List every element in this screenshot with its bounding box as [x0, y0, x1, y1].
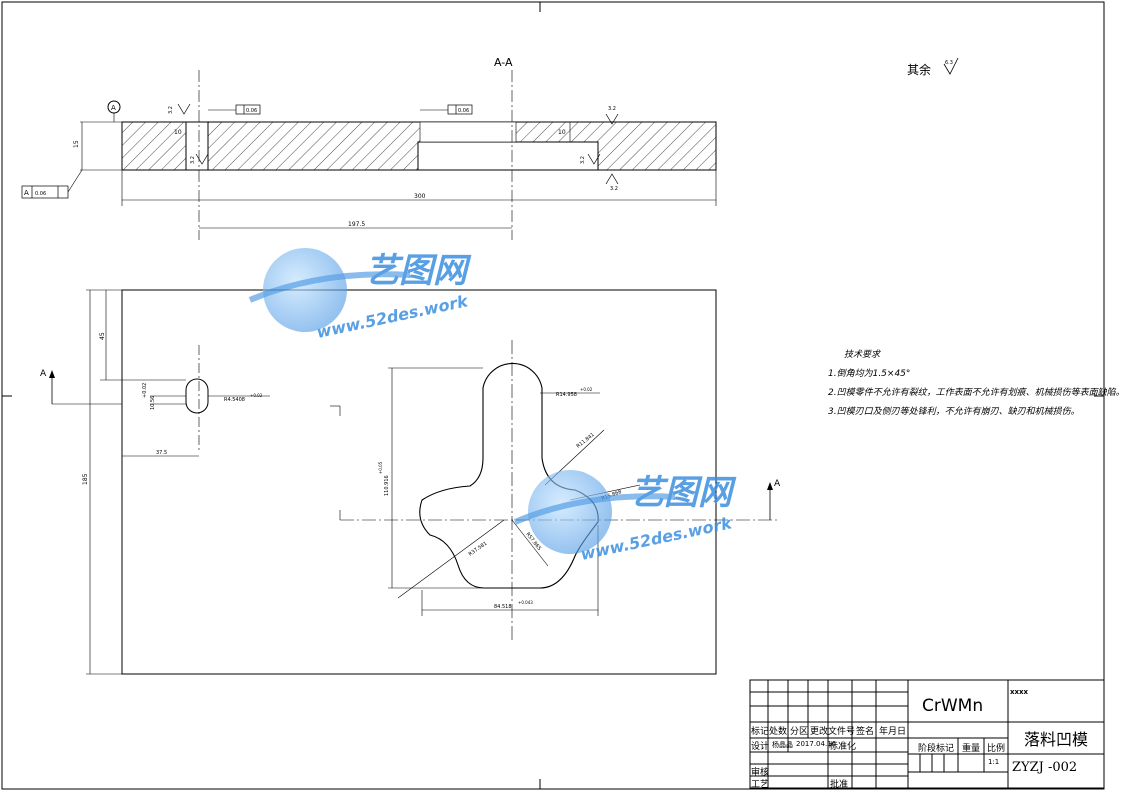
- roughness-symbol: 3.2: [580, 153, 601, 165]
- svg-text:+0.02: +0.02: [250, 393, 263, 398]
- watermark-logo: 艺图网 www.52des.work: [513, 470, 737, 564]
- guide-slot: [185, 378, 209, 414]
- svg-text:3.2: 3.2: [168, 106, 174, 114]
- material-label: CrWMn: [922, 696, 984, 716]
- roughness-symbol: 3.2: [605, 106, 619, 125]
- roughness-symbol: 3.2: [605, 173, 619, 192]
- svg-text:110.916: 110.916: [384, 475, 390, 496]
- svg-text:R4.5408: R4.5408: [224, 397, 245, 403]
- svg-text:A: A: [111, 104, 116, 112]
- svg-text:0.06: 0.06: [458, 108, 469, 114]
- process-label: 工艺: [751, 780, 770, 790]
- roughness-note: 其余 6.3: [907, 57, 959, 77]
- scale-value: 1:1: [988, 758, 1000, 766]
- section-label: A-A: [494, 56, 513, 69]
- svg-text:6.3: 6.3: [945, 60, 953, 66]
- header-mark: 标记: [751, 727, 770, 737]
- header-date: 年月日: [879, 727, 907, 737]
- header-change-doc: 更改文件号: [810, 727, 856, 737]
- tech-requirements-title: 技术要求: [844, 350, 881, 360]
- svg-text:0.06: 0.06: [246, 108, 257, 114]
- header-sign: 签名: [856, 727, 875, 737]
- svg-text:A: A: [24, 189, 29, 197]
- die-profile: [419, 362, 599, 589]
- header-zone: 分区: [790, 727, 809, 737]
- svg-text:0.06: 0.06: [35, 191, 46, 197]
- svg-text:300: 300: [414, 193, 426, 200]
- watermark-logo: 艺图网 www.52des.work: [248, 248, 472, 342]
- weight-label: 重量: [962, 744, 981, 754]
- svg-text:15: 15: [73, 140, 80, 148]
- svg-text:84.518: 84.518: [494, 604, 512, 610]
- scale-label: 比例: [987, 744, 1006, 754]
- svg-text:3.2: 3.2: [190, 156, 196, 164]
- svg-text:+0.02: +0.02: [580, 387, 593, 392]
- svg-text:+0.05: +0.05: [378, 461, 383, 474]
- review-label: 审核: [751, 768, 770, 778]
- svg-text:185: 185: [82, 473, 89, 485]
- svg-text:+0.043: +0.043: [518, 600, 533, 605]
- svg-text:A: A: [40, 369, 47, 379]
- tech-requirements: 技术要求 1.倒角均为1.5×45° 2.凹模零件不允许有裂纹，工作表面不允许有…: [828, 346, 1125, 422]
- svg-text:197.5: 197.5: [348, 221, 365, 228]
- roughness-symbol: 3.2: [190, 153, 209, 165]
- approve-label: 批准: [830, 780, 849, 790]
- svg-text:10.56: 10.56: [150, 396, 156, 410]
- design-role: 设计: [751, 742, 770, 752]
- tech-requirement-item: 2.凹模零件不允许有裂纹，工作表面不允许有划痕、机械损伤等表面缺陷。: [828, 388, 1125, 398]
- svg-text:45: 45: [99, 332, 106, 340]
- part-name: 落料凹模: [1024, 730, 1089, 749]
- tech-requirement-item: 3.凹模刃口及侧刃等处锋利，不允许有崩刃、缺刃和机械损伤。: [828, 407, 1080, 417]
- header-count: 处数: [769, 727, 788, 737]
- section-view: A-A 15 300 197.5 10 10 A 0.06 0.06: [21, 56, 717, 240]
- svg-text:3.2: 3.2: [610, 186, 618, 192]
- stage-label: 阶段标记: [918, 744, 955, 754]
- design-name: 杨晶晶: [772, 741, 793, 749]
- svg-text:其余: 其余: [907, 62, 931, 77]
- svg-text:10: 10: [558, 129, 566, 136]
- drawing-number: ZYZJ -002: [1012, 760, 1078, 775]
- roughness-symbol: 3.2: [168, 103, 191, 115]
- tolerance-frame-left: [235, 104, 261, 115]
- svg-text:艺图网: 艺图网: [365, 251, 472, 291]
- svg-text:艺图网: 艺图网: [630, 473, 737, 513]
- plate-outline: [121, 289, 717, 675]
- svg-text:A: A: [774, 479, 781, 489]
- svg-text:10: 10: [174, 129, 182, 136]
- svg-text:3.2: 3.2: [580, 156, 586, 164]
- design-date: 2017.04.16: [796, 740, 837, 748]
- standardization-label: 标准化: [829, 742, 857, 752]
- svg-text:R37.581: R37.581: [468, 541, 489, 558]
- title-block: [749, 679, 1105, 789]
- company-label: xxxx: [1010, 688, 1029, 696]
- svg-text:+0.02: +0.02: [142, 383, 148, 398]
- svg-text:R14.958: R14.958: [556, 392, 577, 398]
- tolerance-frame-right: [447, 104, 473, 115]
- tech-requirement-item: 1.倒角均为1.5×45°: [828, 369, 911, 379]
- svg-text:3.2: 3.2: [608, 106, 616, 112]
- svg-text:37.5: 37.5: [156, 450, 167, 456]
